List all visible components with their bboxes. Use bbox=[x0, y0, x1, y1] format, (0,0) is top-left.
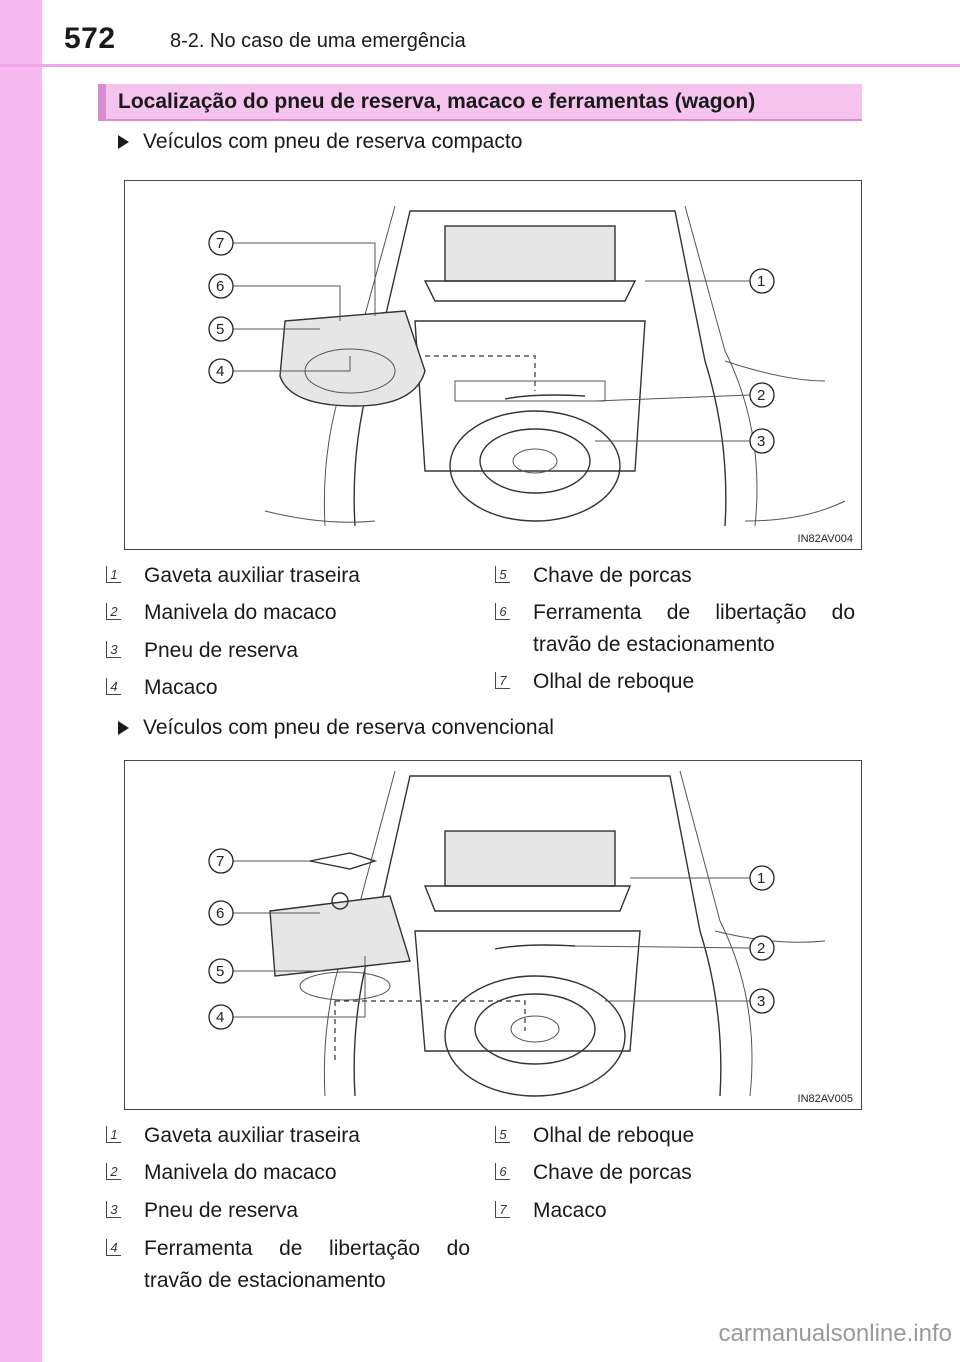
conventional-heading: Veículos com pneu de reserva convenciona… bbox=[118, 716, 554, 740]
legend-text: Pneu de reserva bbox=[144, 639, 299, 662]
legend-number: 5 bbox=[495, 1126, 510, 1143]
legend-number: 3 bbox=[106, 1201, 121, 1218]
bullet-arrow-icon bbox=[118, 135, 129, 149]
section-title: Localização do pneu de reserva, macaco e… bbox=[98, 84, 862, 120]
legend-number: 4 bbox=[106, 678, 121, 695]
header-divider bbox=[0, 64, 960, 67]
callout-6: 6 bbox=[216, 905, 224, 922]
callout-1: 1 bbox=[757, 273, 765, 290]
callout-5: 5 bbox=[216, 321, 224, 338]
bullet-arrow-icon bbox=[118, 721, 129, 735]
legend-number: 2 bbox=[106, 1163, 121, 1180]
legend-text: Macaco bbox=[533, 1199, 607, 1222]
legend-text: Olhal de reboque bbox=[533, 1124, 695, 1147]
legend-number: 2 bbox=[106, 603, 121, 620]
legend-text: Ferramenta de libertação do travão de es… bbox=[144, 1237, 470, 1292]
callout-3: 3 bbox=[757, 433, 765, 450]
legend-number: 4 bbox=[106, 1239, 121, 1256]
legend-number: 1 bbox=[106, 566, 121, 583]
legend-text: Olhal de reboque bbox=[533, 670, 695, 693]
callout-1: 1 bbox=[757, 870, 765, 887]
side-tab-strip bbox=[0, 0, 42, 1362]
legend-text: Chave de porcas bbox=[533, 1161, 692, 1184]
compact-trunk-illustration: 7 6 5 4 1 2 3 bbox=[208, 205, 846, 527]
legend-text: Gaveta auxiliar traseira bbox=[144, 1124, 360, 1147]
legend-text: Chave de porcas bbox=[533, 564, 692, 587]
legend-text: Pneu de reserva bbox=[144, 1199, 299, 1222]
callout-2: 2 bbox=[757, 387, 765, 404]
compact-figure: 7 6 5 4 1 2 3 IN82AV004 bbox=[124, 180, 862, 550]
callout-6: 6 bbox=[216, 278, 224, 295]
legend-number: 7 bbox=[495, 672, 510, 689]
compact-heading-text: Veículos com pneu de reserva compacto bbox=[143, 130, 523, 153]
callout-2: 2 bbox=[757, 940, 765, 957]
legend-text: Gaveta auxiliar traseira bbox=[144, 564, 360, 587]
legend-text: Ferramenta de libertação do travão de es… bbox=[533, 601, 855, 656]
callout-5: 5 bbox=[216, 963, 224, 980]
legend-number: 6 bbox=[495, 1163, 510, 1180]
section-reference: 8-2. No caso de uma emergência bbox=[170, 30, 466, 52]
legend-text: Manivela do macaco bbox=[144, 601, 337, 624]
figure-code: IN82AV005 bbox=[797, 1093, 853, 1105]
callout-7: 7 bbox=[216, 853, 224, 870]
callout-4: 4 bbox=[216, 1009, 224, 1026]
legend-number: 3 bbox=[106, 641, 121, 658]
conventional-trunk-illustration: 7 6 5 4 1 2 3 bbox=[208, 770, 826, 1097]
legend-number: 5 bbox=[495, 566, 510, 583]
title-underline bbox=[98, 119, 862, 121]
legend-number: 7 bbox=[495, 1201, 510, 1218]
callout-4: 4 bbox=[216, 363, 224, 380]
page-number: 572 bbox=[64, 22, 116, 55]
legend-number: 6 bbox=[495, 603, 510, 620]
legend-number: 1 bbox=[106, 1126, 121, 1143]
legend-text: Manivela do macaco bbox=[144, 1161, 337, 1184]
figure-code: IN82AV004 bbox=[797, 533, 853, 545]
conventional-heading-text: Veículos com pneu de reserva convenciona… bbox=[143, 716, 554, 739]
watermark: carmanualsonline.info bbox=[718, 1320, 952, 1347]
conventional-figure: 7 6 5 4 1 2 3 IN82AV005 bbox=[124, 760, 862, 1110]
legend-text: Macaco bbox=[144, 676, 218, 699]
compact-heading: Veículos com pneu de reserva compacto bbox=[118, 130, 522, 154]
callout-7: 7 bbox=[216, 235, 224, 252]
callout-3: 3 bbox=[757, 993, 765, 1010]
